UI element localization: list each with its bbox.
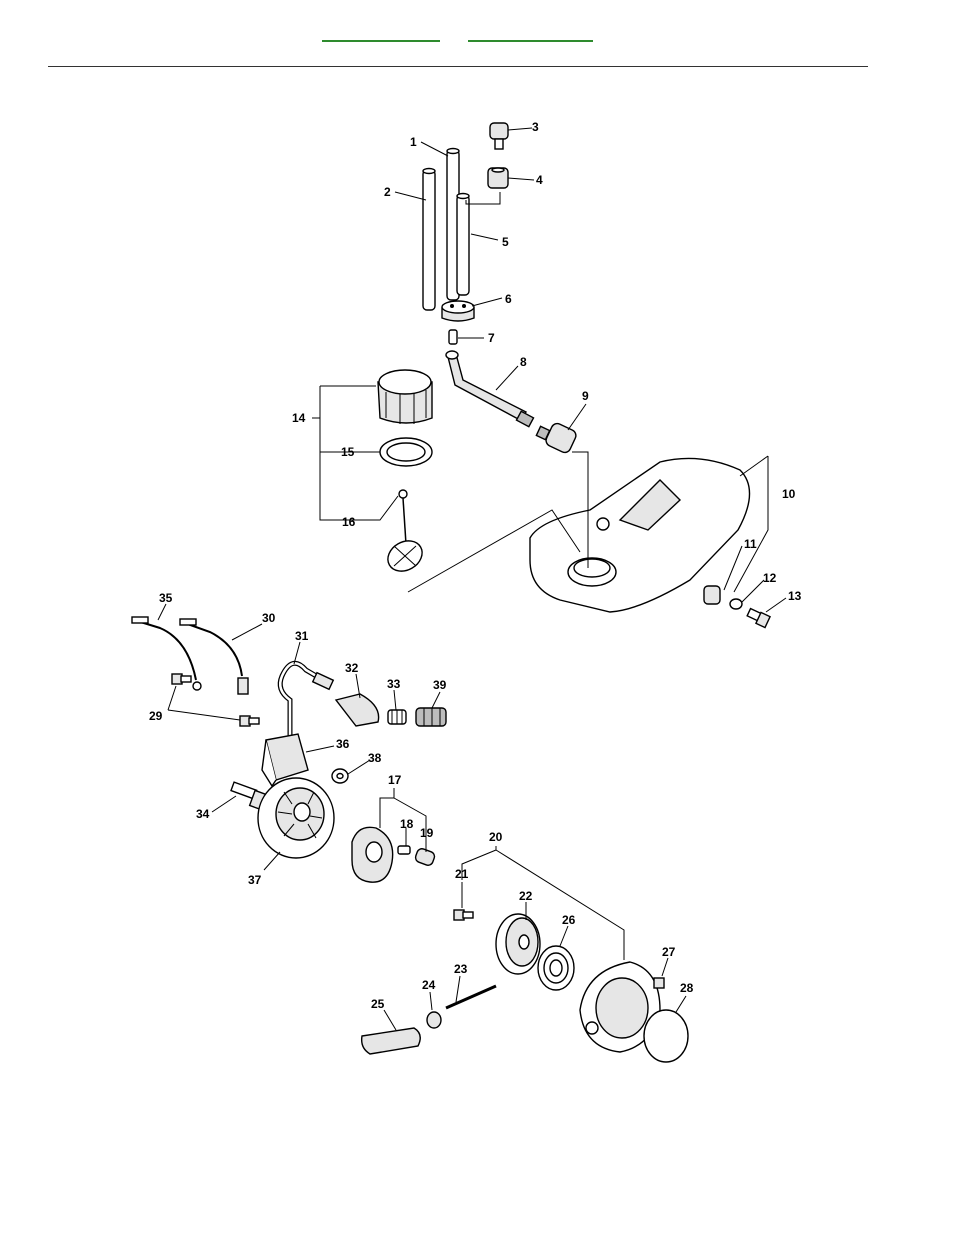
label-17: 17 [388,773,402,787]
label-13: 13 [788,589,802,603]
spring-33 [387,709,407,725]
label-29: 29 [149,709,163,723]
stop-wire-30 [179,618,249,695]
nut-38 [331,768,349,784]
label-15: 15 [341,445,355,459]
label-39: 39 [433,678,447,692]
bolt-27 [653,977,665,989]
cap-gasket-15 [379,437,433,467]
label-35: 35 [159,591,173,605]
label-38: 38 [368,751,382,765]
label-22: 22 [519,889,533,903]
label-26: 26 [562,913,576,927]
label-25: 25 [371,997,385,1011]
header-divider [48,66,868,67]
fuel-tube-5 [456,192,470,296]
label-3: 3 [532,120,539,134]
label-6: 6 [505,292,512,306]
spring-18 [397,845,411,855]
label-37: 37 [248,873,262,887]
label-9: 9 [582,389,589,403]
screw-29-b [239,715,260,727]
label-34: 34 [196,807,210,821]
fuel-hose-8 [445,350,535,428]
label-1: 1 [410,135,417,149]
fuel-cap-14 [377,369,433,424]
label-23: 23 [454,962,468,976]
label-12: 12 [763,571,777,585]
label-11: 11 [744,537,757,551]
label-8: 8 [520,355,527,369]
cover-28 [643,1009,689,1063]
ground-wire-35 [131,616,202,691]
nut-24 [426,1011,442,1029]
fuel-tube-2 [422,167,436,311]
collar-11 [703,585,721,605]
label-31: 31 [295,629,309,643]
part-labels: 1 2 3 4 5 6 7 8 9 10 11 12 13 14 15 16 1… [149,120,802,1011]
ignition-coil-36 [261,733,309,788]
clutch-shoe-19 [414,848,436,866]
label-30: 30 [262,611,276,625]
reel-22 [495,913,541,975]
nav-link-left[interactable] [322,40,440,42]
label-28: 28 [680,981,694,995]
label-10: 10 [782,487,796,501]
spark-plug-39 [415,707,447,727]
fuel-filter-4 [487,167,509,189]
spiral-spring-26 [537,945,575,991]
label-5: 5 [502,235,509,249]
label-24: 24 [422,978,436,992]
label-21: 21 [455,867,469,881]
bolt-13 [746,607,771,629]
plug-cap-32 [334,693,380,727]
starter-case-20 [579,961,661,1053]
nav-link-right[interactable] [468,40,593,42]
bolt-21 [453,909,474,921]
fuel-filter-16 [387,489,423,572]
label-27: 27 [662,945,676,959]
label-14: 14 [292,411,306,425]
label-7: 7 [488,331,495,345]
fuel-grommet-6 [441,300,475,322]
label-32: 32 [345,661,359,675]
leader-lines [157,127,787,1031]
washer-12 [729,598,743,610]
handle-25 [360,1027,421,1055]
fuel-filter-3 [489,122,509,150]
label-2: 2 [384,185,391,199]
label-19: 19 [420,826,434,840]
flywheel-37 [257,777,335,859]
label-36: 36 [336,737,350,751]
connector-7 [448,329,458,345]
label-18: 18 [400,817,414,831]
label-4: 4 [536,173,543,187]
shaft-23 [445,984,497,1010]
fuel-tank-10 [529,457,751,613]
plug-lead-31 [277,660,335,740]
label-16: 16 [342,515,356,529]
clutch-17 [351,826,394,883]
label-20: 20 [489,830,503,844]
label-33: 33 [387,677,401,691]
tank-vent-9 [535,422,577,454]
screw-29-a [171,673,192,685]
